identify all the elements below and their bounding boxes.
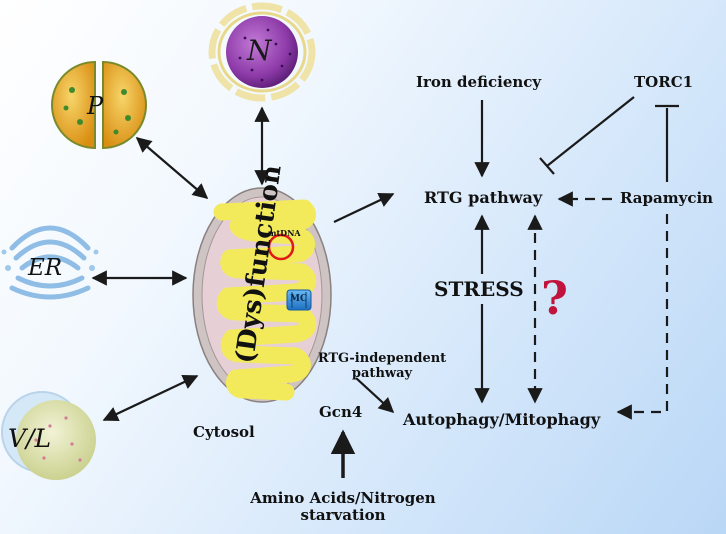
organelle-arrows [91,106,270,422]
rtg-independent-label: RTG-independent pathway [314,351,450,382]
rtg-pathway-label: RTG pathway [424,188,543,207]
question-mark: ? [541,271,568,325]
er-icon [1,225,99,300]
vacuole-icon [1,391,96,480]
vacuole-label: V/L [8,424,52,453]
pathway-arrows [330,96,679,478]
iron-deficiency-label: Iron deficiency [416,73,542,91]
mc-label: MC [290,294,308,304]
torc1-label: TORC1 [634,73,694,91]
amino-acids-line1: Amino Acids/Nitrogen [250,489,436,507]
nucleus-icon [208,2,316,102]
autophagy-label: Autophagy/Mitophagy [403,410,601,429]
mtdna-label: mtDNA [268,228,301,238]
gcn4-label: Gcn4 [319,403,363,421]
nucleus-label: N [247,34,272,67]
peroxisome-label: P [87,92,104,120]
peroxisome-icon [51,60,147,150]
rtg-independent-line2: pathway [351,365,413,381]
er-label: ER [28,255,63,281]
rapamycin-label: Rapamycin [620,189,714,207]
amino-acids-line2: starvation [300,506,386,525]
amino-acids-label: Amino Acids/Nitrogen starvation [233,489,453,525]
mitochondrion-icon [192,187,332,403]
stress-label: STRESS [434,277,524,301]
cytosol-label: Cytosol [193,423,255,441]
rtg-independent-line1: RTG-independent [317,351,447,366]
